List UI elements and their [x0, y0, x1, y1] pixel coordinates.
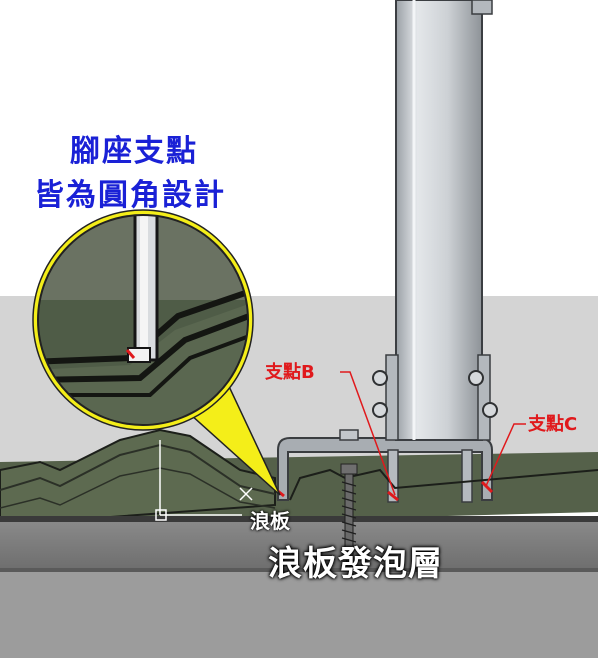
- foam-layer-top-edge: [0, 516, 598, 522]
- base-concrete-edge: [0, 568, 598, 572]
- bracket-leg-right: [461, 449, 473, 503]
- dimension-marker: [155, 509, 167, 521]
- leader-line-b: [340, 371, 396, 496]
- corrugated-rib-line: [0, 443, 276, 495]
- bracket-clip: [339, 429, 359, 441]
- post-mount-plate-left: [385, 354, 399, 441]
- screw-thread: [341, 481, 357, 543]
- callout-title-line2: 皆為圓角設計: [34, 178, 226, 213]
- corrugated-sheet-label: 浪板: [250, 509, 290, 533]
- support-point-b-label: 支點B: [265, 362, 315, 383]
- screw-head: [340, 463, 358, 475]
- bolt-icon: [372, 370, 388, 386]
- post-mount-plate-right: [477, 354, 491, 441]
- support-point-b-marker: [387, 490, 399, 502]
- screw-shaft: [344, 473, 354, 572]
- post-top-clip: [471, 0, 493, 15]
- foam-layer-label: 浪板發泡層: [268, 544, 443, 584]
- bolt-icon: [468, 370, 484, 386]
- bolt-icon: [482, 402, 498, 418]
- dimension-x-mark: [239, 487, 253, 501]
- base-concrete: [0, 570, 598, 658]
- foam-layer: [0, 520, 598, 570]
- support-point-c-marker: [480, 480, 494, 494]
- corrugated-rib-line-2: [0, 467, 276, 509]
- support-point-c-label: 支點C: [528, 414, 578, 435]
- vertical-post: [395, 0, 483, 441]
- magnifier-ring-edge: [37, 214, 249, 426]
- leader-line-c: [485, 423, 526, 487]
- bolt-icon: [372, 402, 388, 418]
- callout-title-line1: 腳座支點: [70, 134, 198, 169]
